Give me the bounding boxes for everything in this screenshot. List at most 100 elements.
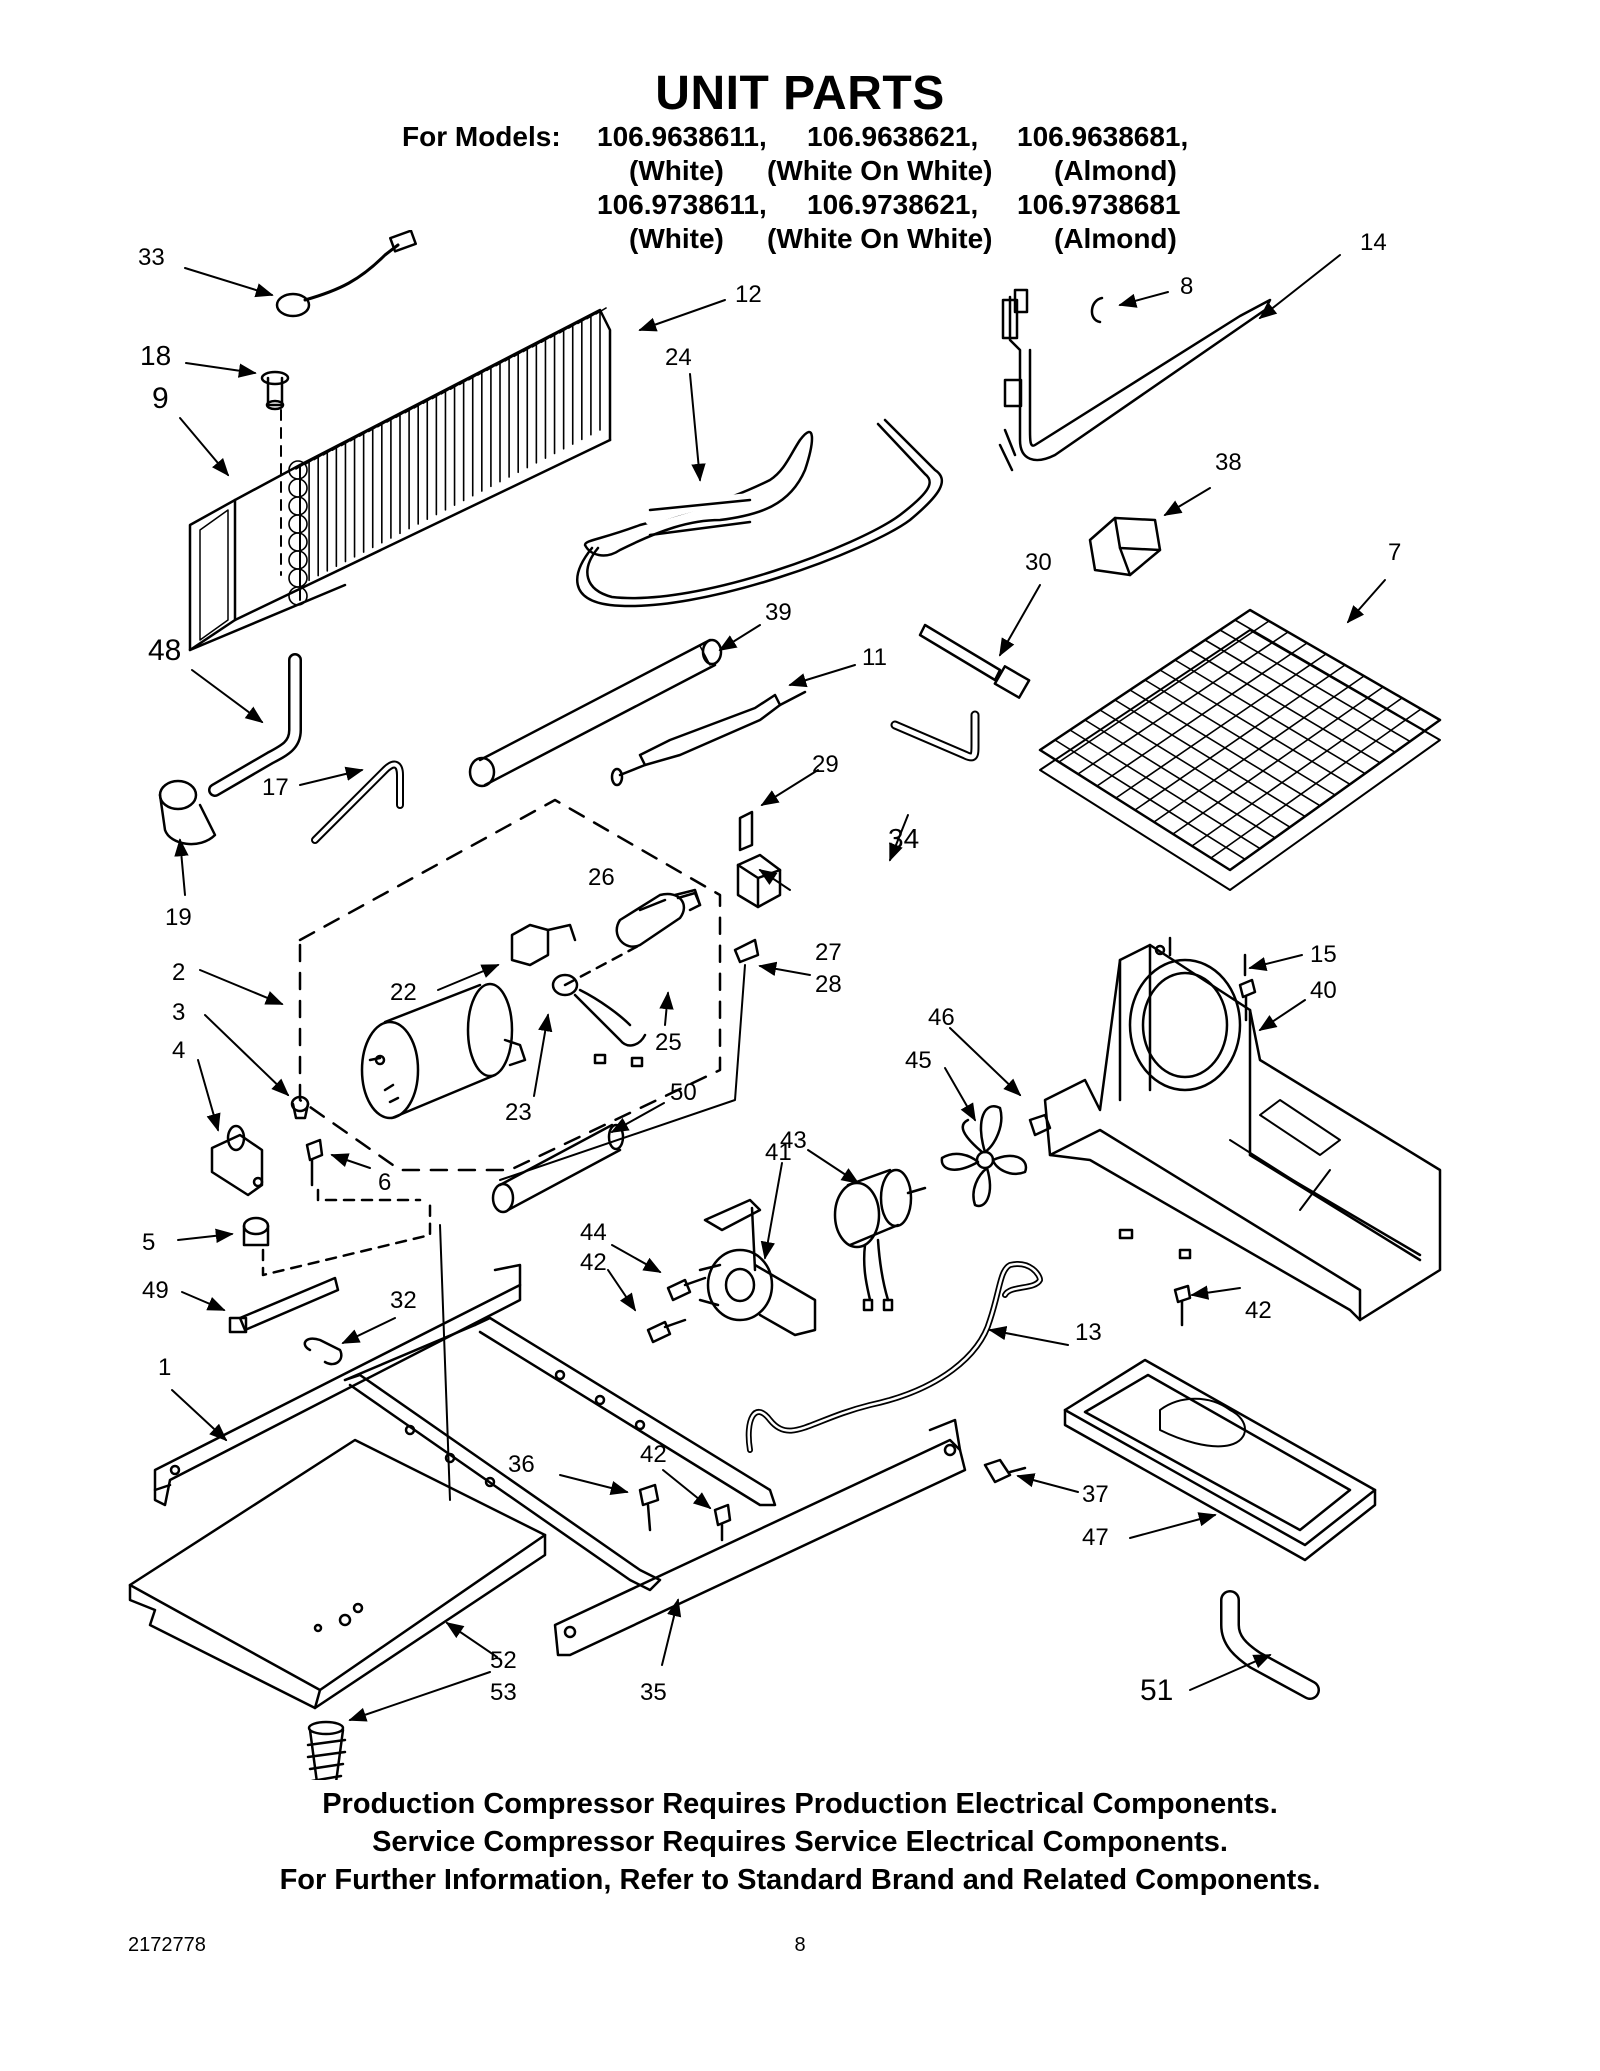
compressor (360, 982, 527, 1120)
thermistor (275, 230, 417, 318)
defrost-heater (998, 288, 1272, 472)
fan-motor (833, 1168, 927, 1312)
fan-screws (646, 1276, 707, 1344)
screw (305, 1138, 422, 1202)
callout-45: 45 (905, 1047, 932, 1074)
model-row-1: For Models:106.9638611,106.9638621,106.9… (402, 120, 1188, 154)
callout-9: 9 (152, 382, 169, 415)
callout-29: 29 (812, 751, 839, 778)
page-title: UNIT PARTS (655, 67, 945, 120)
tube-34 (890, 710, 980, 762)
condenser-coil (188, 307, 612, 652)
tie-wrap (228, 1276, 340, 1334)
color-label: (Almond) (1054, 155, 1177, 186)
screw-15 (1238, 978, 1257, 1022)
callout-19: 19 (165, 904, 192, 931)
callout-15: 15 (1310, 941, 1337, 968)
sleeve (158, 779, 217, 846)
insulation-tube (468, 638, 723, 788)
tube-13 (745, 1261, 1043, 1453)
callout-11: 11 (862, 644, 887, 671)
exploded-parts-diagram: 33 18 9 12 24 8 14 38 7 30 48 39 11 17 3… (128, 230, 1442, 1780)
models-label: For Models: (402, 121, 561, 152)
clip (1090, 296, 1104, 324)
cross-rails (343, 1224, 777, 1592)
callout-5: 5 (142, 1229, 155, 1256)
callout-3: 3 (172, 999, 185, 1026)
relay-mount (499, 810, 782, 1181)
callout-23: 23 (505, 1099, 532, 1126)
callout-22: 22 (390, 979, 417, 1006)
model-list: For Models: 106.9638611, 106.9638621, 106.9… (402, 120, 1188, 256)
color-row-1: (White) (White On White) (Almond) (402, 154, 1188, 188)
page-number: 8 (794, 1934, 806, 1956)
callout-46: 46 (928, 1004, 955, 1031)
color-row-2: (White) (White On White) (Almond) (402, 222, 1188, 256)
tie-strap (918, 623, 1031, 699)
callout-42b: 42 (1245, 1297, 1272, 1324)
callout-8: 8 (1180, 273, 1193, 300)
grommet-5 (242, 1198, 432, 1277)
callout-30: 30 (1025, 549, 1052, 576)
callout-14: 14 (1360, 230, 1387, 256)
callout-28: 28 (815, 971, 842, 998)
leveling-leg (306, 1720, 347, 1780)
callout-43: 43 (780, 1127, 807, 1154)
screw-42-right (1173, 1284, 1192, 1327)
callout-47: 47 (1082, 1524, 1109, 1551)
callout-26: 26 (588, 864, 615, 891)
callout-40: 40 (1310, 977, 1337, 1004)
callout-42a: 42 (580, 1249, 607, 1276)
model-number: 106.9738611, (597, 189, 767, 220)
start-relay (510, 923, 577, 967)
leader-lines (171, 254, 1386, 1722)
evaporator-coil (1038, 608, 1442, 891)
callout-41: 41 (765, 1139, 792, 1166)
callout-32: 32 (390, 1287, 417, 1314)
color-label: (White On White) (767, 223, 993, 254)
callout-17: 17 (262, 774, 289, 801)
model-number: 106.9638611, (597, 121, 767, 152)
callout-38: 38 (1215, 449, 1242, 476)
fan-shroud (1043, 936, 1442, 1322)
callout-24: 24 (665, 344, 692, 371)
callout-12: 12 (735, 281, 762, 308)
clip-32 (303, 1337, 343, 1366)
callout-27: 27 (815, 939, 842, 966)
base-rail (153, 1263, 522, 1507)
callout-18: 18 (140, 340, 171, 371)
note-service: Service Compressor Requires Service Elec… (372, 1826, 1228, 1858)
screws-36-42 (638, 1483, 732, 1542)
color-label: (White) (629, 223, 724, 254)
note-production: Production Compressor Requires Productio… (322, 1788, 1278, 1820)
note-further-info: For Further Information, Refer to Standa… (279, 1864, 1321, 1896)
callout-35: 35 (640, 1679, 667, 1706)
callout-51: 51 (1140, 1674, 1173, 1707)
drain-hose (1220, 1590, 1320, 1700)
model-number: 106.9738621, (807, 189, 979, 220)
callout-53: 53 (490, 1679, 517, 1706)
color-label: (White) (629, 155, 724, 186)
callout-36: 36 (508, 1451, 535, 1478)
stud (290, 1095, 310, 1120)
fan-bracket (698, 1198, 817, 1337)
callout-44: 44 (580, 1219, 607, 1246)
callout-13: 13 (1075, 1319, 1102, 1346)
callout-48: 48 (148, 634, 181, 667)
overload-protector (563, 891, 702, 987)
color-label: (Almond) (1054, 223, 1177, 254)
callout-37: 37 (1082, 1481, 1109, 1508)
retainer-clip (673, 888, 702, 912)
model-number: 106.9638621, (807, 121, 979, 152)
model-number: 106.9738681 (1017, 189, 1181, 220)
fan-blade (940, 1105, 1028, 1208)
callout-4: 4 (172, 1037, 185, 1064)
callout-50: 50 (670, 1079, 697, 1106)
callout-6: 6 (378, 1169, 391, 1196)
callout-1: 1 (158, 1354, 171, 1381)
color-label: (White On White) (767, 155, 993, 186)
callout-34: 34 (888, 823, 919, 854)
mounting-bracket (210, 1124, 264, 1197)
callout-39: 39 (765, 599, 792, 626)
harness (551, 973, 647, 1068)
